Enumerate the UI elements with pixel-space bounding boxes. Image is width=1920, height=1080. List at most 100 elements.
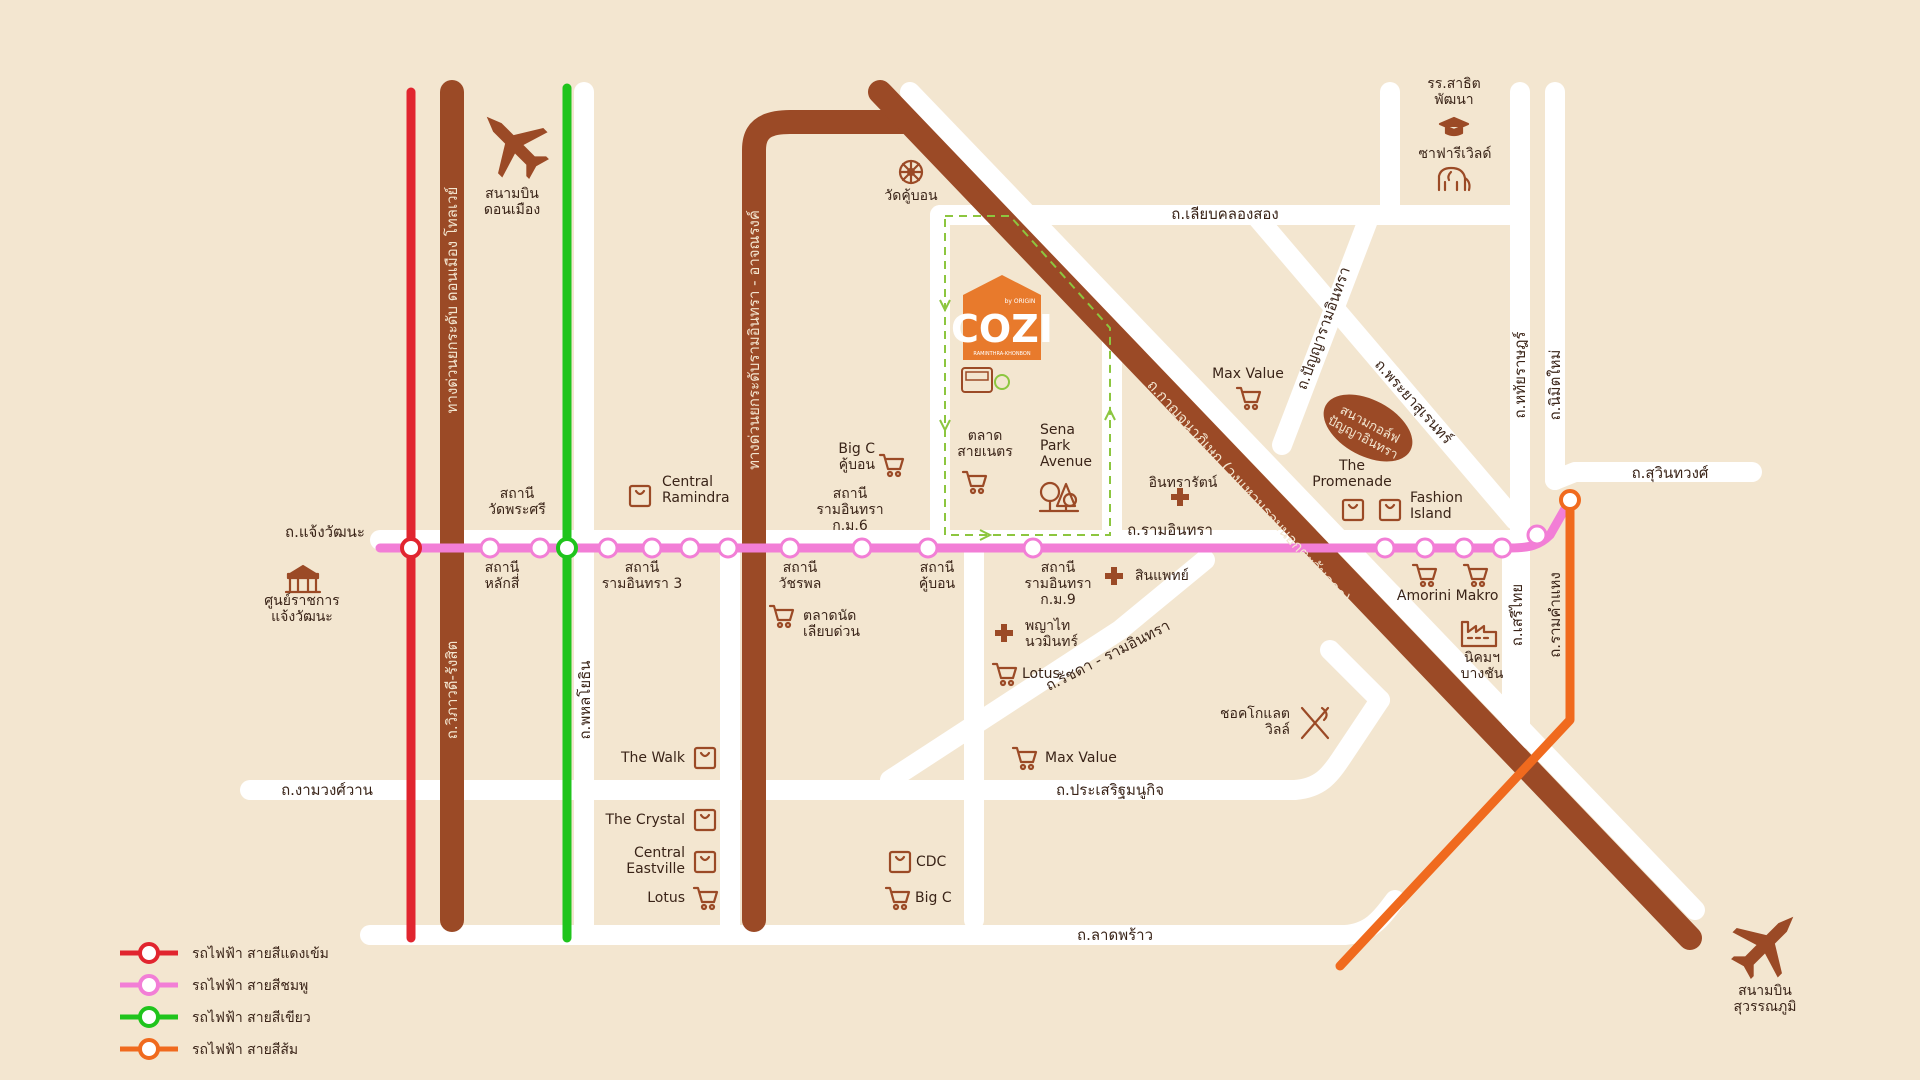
hospital-cross-icon [1171, 488, 1189, 506]
legend-label: รถไฟฟ้า สายสีเขียว [192, 1009, 311, 1026]
train-icon [138, 1038, 160, 1060]
road-ram-khamhaeng-label: ถ.รามคำแหง [1546, 572, 1564, 658]
station-dot [779, 537, 801, 559]
legend-label: รถไฟฟ้า สายสีแดงเข้ม [192, 945, 329, 962]
interchange-red-pink [400, 537, 422, 559]
stations [479, 524, 1548, 559]
cozi-small: by ORIGIN [1005, 298, 1036, 305]
shopping-bag-icon [693, 746, 717, 770]
road-ratchada-ram-inthra [880, 550, 1215, 790]
road-liap-khlong-song-label: ถ.เลียบคลองสอง [1171, 205, 1279, 223]
cart-icon [878, 453, 905, 478]
road-phraya-suren [1245, 205, 1525, 530]
poi-max-value-top-label: Max Value [1212, 366, 1284, 382]
road-ram-inthra-label: ถ.รามอินทรา [1127, 521, 1213, 539]
road-phaholyothin-label: ถ.พหลโยธิน [576, 660, 594, 739]
legend-item: รถไฟฟ้า สายสีชมพู [120, 974, 308, 996]
station-lak-si-label: สถานีหลักสี่ [485, 560, 520, 592]
shopping-bag-icon [888, 850, 912, 874]
station-dot [679, 537, 701, 559]
expressway-ram-inthra-atnarong [742, 110, 917, 932]
poi-amorini-label: Amorini [1397, 588, 1451, 604]
project-boundary [944, 215, 1111, 536]
road-lat-phrao-label: ถ.ลาดพร้าว [1077, 926, 1153, 944]
interchange-green-pink [556, 537, 578, 559]
shopping-bag-icon [628, 484, 652, 508]
legend-label: รถไฟฟ้า สายสีส้ม [192, 1041, 298, 1058]
shopping-bag-icon [1341, 498, 1365, 522]
poi-big-c-bottom-label: Big C [915, 890, 952, 906]
station-dot [479, 537, 501, 559]
hospital-cross-icon [995, 624, 1013, 642]
station-dot [851, 537, 873, 559]
airport-suvarnabhumi-label: สนามบินสุวรรณภูมิ [1734, 983, 1797, 1015]
tree-icon [1038, 481, 1080, 513]
station-dot [917, 537, 939, 559]
cart-icon [1462, 563, 1489, 588]
airplane-icon [1731, 916, 1794, 979]
legend-item: รถไฟฟ้า สายสีแดงเข้ม [120, 942, 329, 964]
station-dot [1022, 537, 1044, 559]
poi-intharat-label: อินทรารัตน์ [1149, 474, 1218, 491]
poi-cdc-label: CDC [916, 854, 947, 870]
elephant-icon [1437, 166, 1471, 192]
road-prasertmanukit-label: ถ.ประเสริฐมนูกิจ [1056, 781, 1164, 799]
orange-line [1335, 495, 1575, 971]
road-ngam-wong-wan [240, 690, 1390, 800]
cart-icon [884, 886, 911, 911]
road-ngam-wong-wan-label: ถ.งามวงศ์วาน [281, 781, 373, 799]
cart-icon [768, 604, 795, 629]
shopping-bag-icon [693, 808, 717, 832]
cart-icon [1011, 746, 1038, 771]
airport-don-mueang-label: สนามบินดอนเมือง [484, 186, 540, 218]
station-dot [641, 537, 663, 559]
station-dot [1414, 537, 1436, 559]
station-watcharaphon-label: สถานีวัชรพล [779, 560, 822, 592]
golf-course [1323, 394, 1413, 462]
road-vibhavadi-label: ถ.วิภาวดี-รังสิต [443, 641, 461, 739]
train-icon [138, 942, 160, 964]
road-ram-inthra-expressway-label: ทางด่วนยกระดับรามอินทรา - อาจณรงค์ [745, 210, 763, 470]
road-hathai-rat-label: ถ.หทัยราษฎร์ [1511, 332, 1529, 419]
road-panya-ram-inthra [1272, 205, 1380, 455]
station-dot [1453, 537, 1475, 559]
station-wat-phra-sri-label: สถานีวัดพระศรี [488, 486, 546, 518]
cart-icon [1235, 386, 1262, 411]
temple-wheel-icon [898, 159, 924, 185]
poi-wat-khubon-label: วัดคู้บอน [884, 188, 938, 204]
station-dot [1491, 537, 1513, 559]
shopping-bag-icon [693, 850, 717, 874]
cozi-tagline: RAMINTHRA-KHONBON [973, 351, 1030, 357]
expressways [440, 80, 1702, 950]
station-ram-inthra-3-label: สถานีรามอินทรา 3 [602, 560, 683, 592]
station-dot [529, 537, 551, 559]
poi-safari-label: ซาฟารีเวิลด์ [1419, 145, 1492, 162]
government-building-icon [284, 564, 322, 594]
hospital-cross-icon [1105, 567, 1123, 585]
legend-item: รถไฟฟ้า สายสีเขียว [120, 1006, 311, 1028]
expressway-kanchanaphisek [868, 80, 1702, 950]
cart-icon [961, 470, 988, 495]
poi-talad-liap-label: ตลาดนัดเลียบด่วน [803, 608, 860, 640]
graduation-cap-icon [1438, 116, 1470, 137]
poi-sinphaet-label: สินแพทย์ [1135, 567, 1189, 584]
cozi-brand: COZI [951, 307, 1053, 351]
station-dot [1526, 524, 1548, 546]
poi-lotus-bottom-label: Lotus [647, 890, 685, 906]
project-arrow [939, 299, 1116, 541]
cozi-leaf-icon [994, 374, 1010, 390]
cart-icon [991, 662, 1018, 687]
station-dot [717, 537, 739, 559]
train-icon [138, 974, 160, 996]
poi-the-walk-label: The Walk [620, 750, 686, 766]
poi-talad-saiyanet-label: ตลาดสายเนตร [957, 428, 1013, 460]
cart-icon [692, 886, 719, 911]
road-seri-thai-label: ถ.เสรีไทย [1508, 584, 1526, 646]
road-kanchanaphisek-white [900, 82, 1705, 920]
station-ram-inthra-km9-label: สถานีรามอินทราก.ม.9 [1024, 560, 1091, 608]
poi-chocolate-ville-label: ชอคโกแลตวิลล์ [1220, 705, 1290, 738]
